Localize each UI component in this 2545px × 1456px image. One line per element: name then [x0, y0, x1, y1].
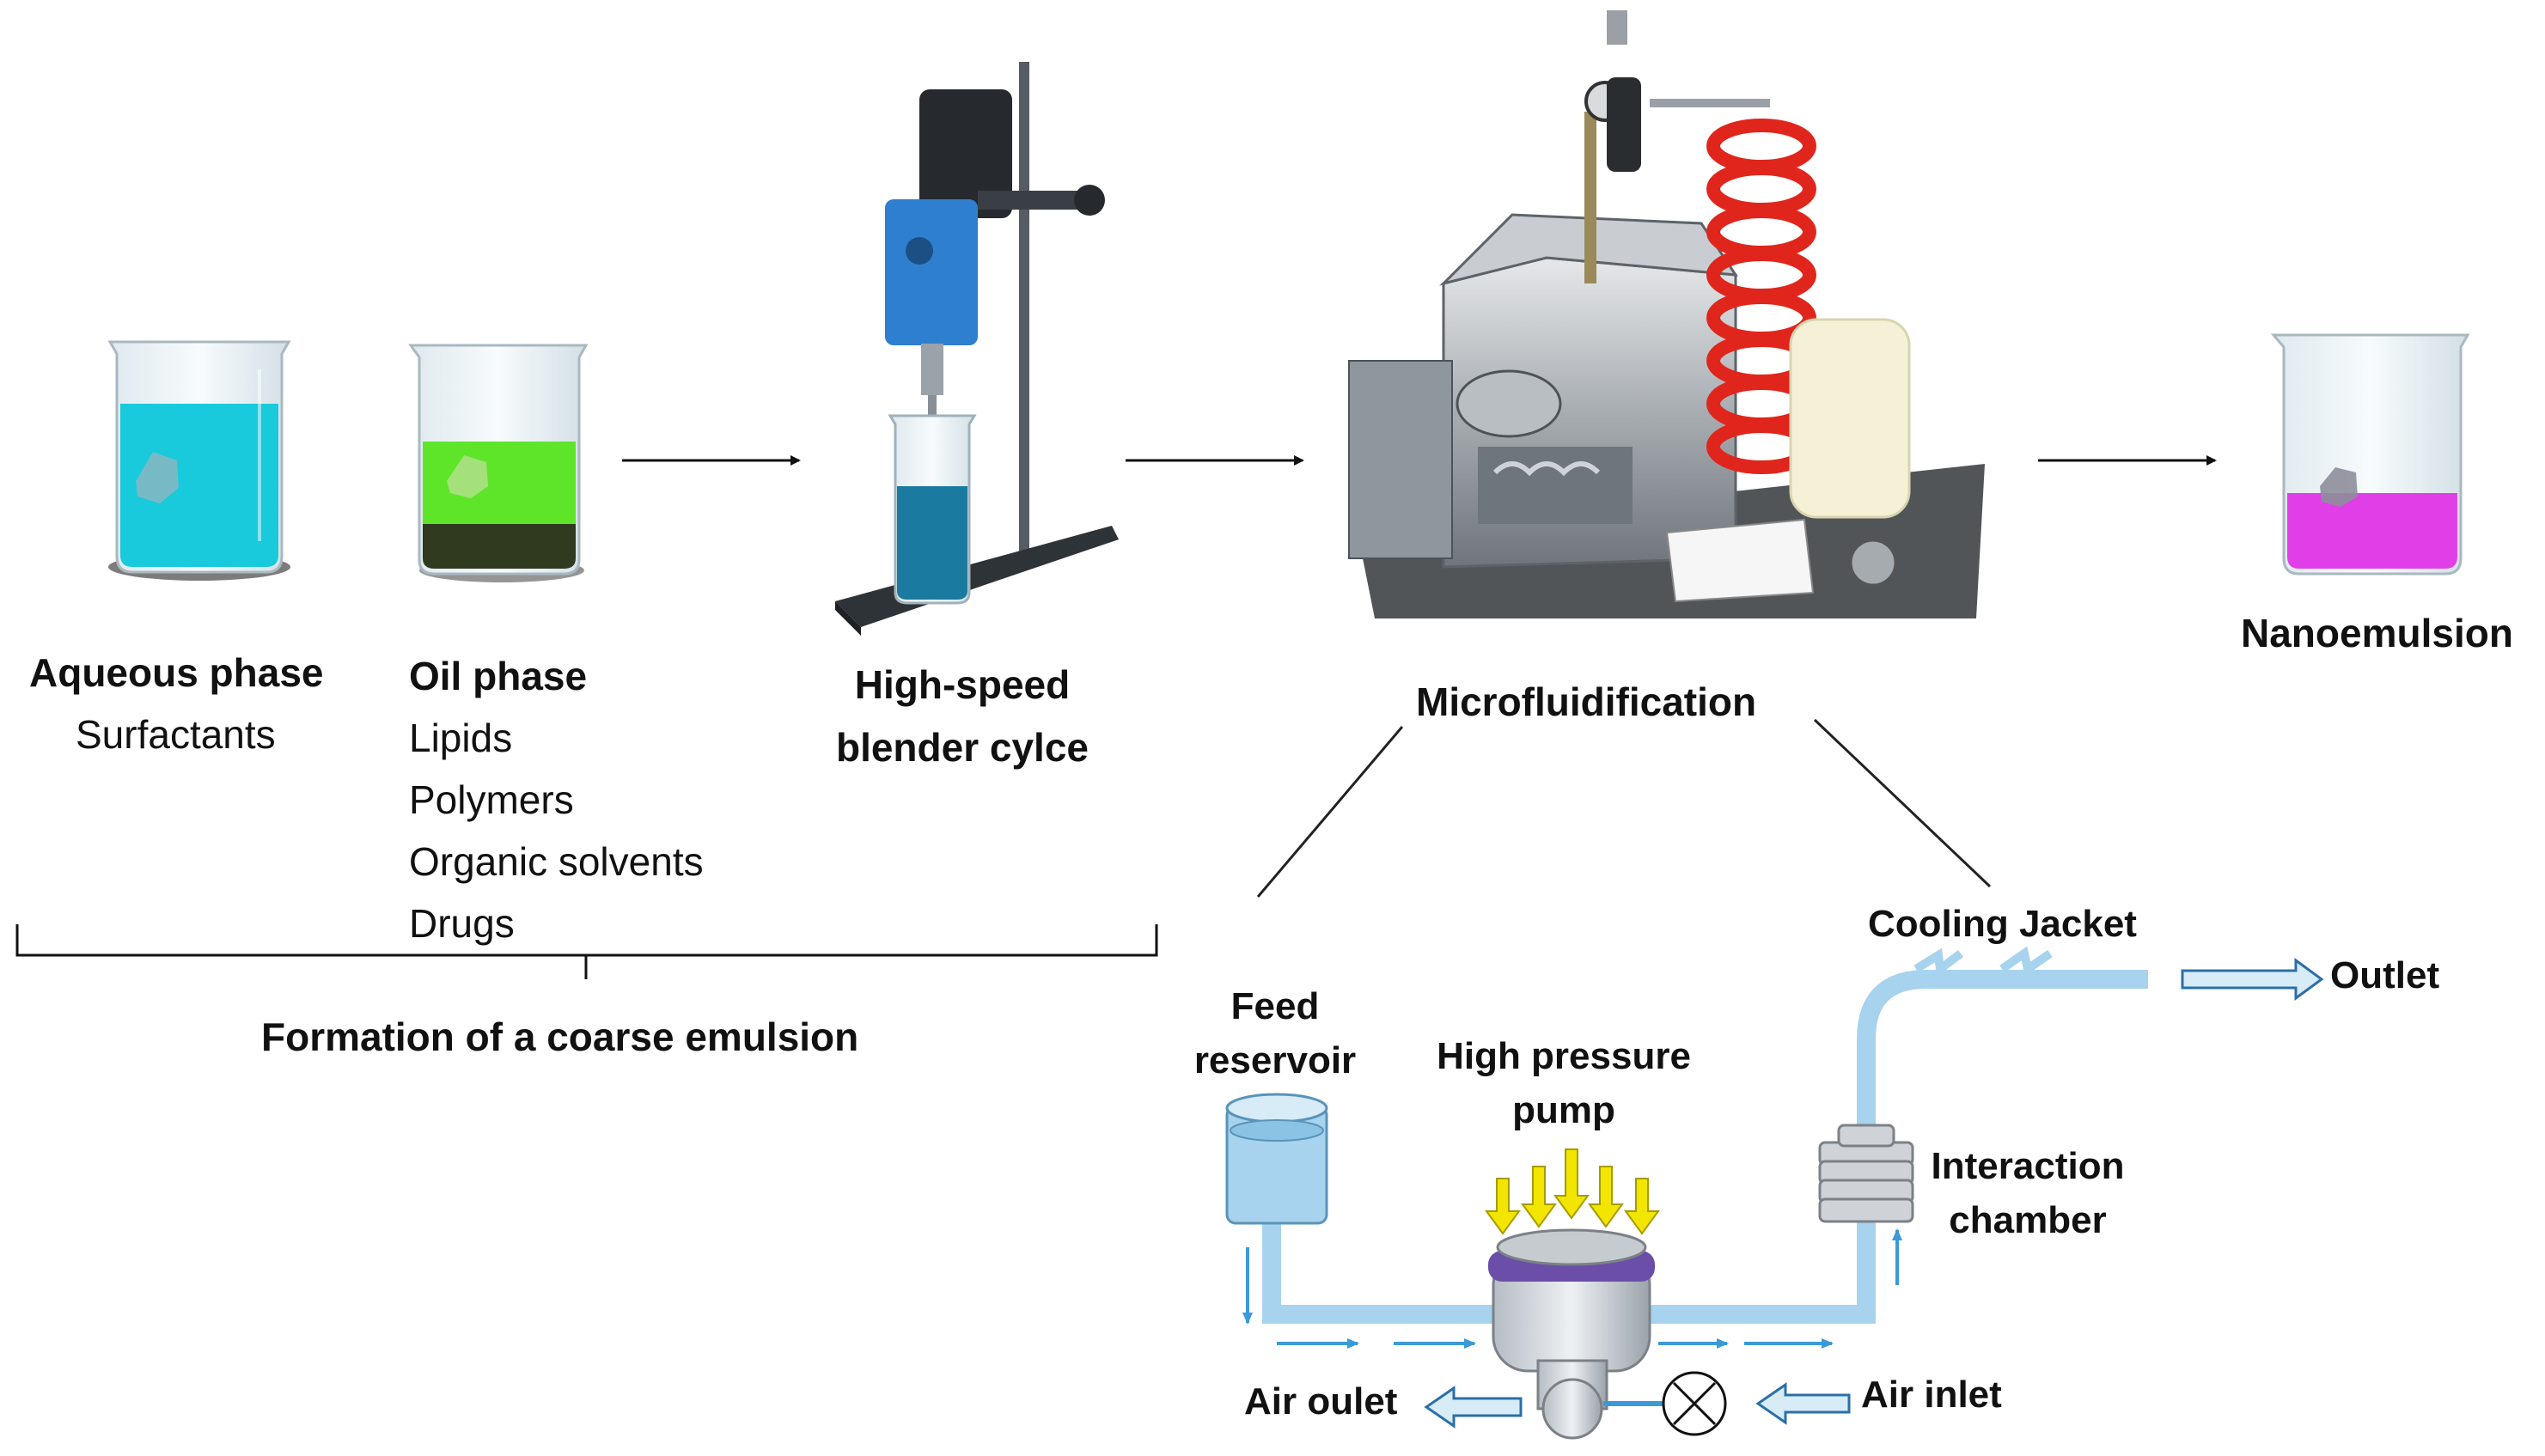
interaction-chamber-line-1: Interaction — [1931, 1145, 2125, 1187]
oil-item-polymers: Polymers — [409, 777, 574, 822]
oil-beaker — [408, 344, 589, 582]
feed-reservoir-line-2: reservoir — [1193, 1039, 1357, 1081]
zoom-line-right — [1813, 718, 1992, 888]
microfluidizer-schematic — [1225, 946, 2324, 1440]
outlet-label: Outlet — [2330, 954, 2440, 996]
oil-phase-title: Oil phase — [409, 654, 588, 698]
nanoemulsion-beaker — [2270, 333, 2470, 576]
coarse-emulsion-brace — [15, 924, 1158, 979]
nanoemulsion-label: Nanoemulsion — [2241, 611, 2513, 655]
high-pressure-pump-line-1: High pressure — [1437, 1035, 1691, 1077]
high-pressure-pump-label: High pressure pump — [1426, 1034, 1701, 1134]
coarse-emulsion-label: Formation of a coarse emulsion — [261, 1014, 859, 1059]
outlet-arrow — [2181, 958, 2324, 1001]
oil-item-drugs: Drugs — [409, 901, 515, 946]
interaction-chamber-line-2: chamber — [1949, 1198, 2107, 1241]
blender-label-line-1: High-speed — [854, 662, 1071, 707]
oil-phase-list: Lipids Polymers Organic solvents Drugs — [409, 715, 704, 962]
aqueous-item-surfactants: Surfactants — [76, 712, 276, 757]
air-inlet-arrow — [1755, 1382, 1851, 1425]
microfluidizer-machine — [1348, 10, 1985, 618]
oil-item-organic-solvents: Organic solvents — [409, 839, 704, 884]
cooling-jacket-label: Cooling Jacket — [1868, 903, 2137, 945]
oil-item-lipids: Lipids — [409, 716, 513, 760]
blender-label: High-speed blender cylce — [808, 661, 1117, 771]
blender-label-line-2: blender cylce — [835, 725, 1089, 771]
zoom-line-left — [1256, 726, 1404, 898]
air-inlet-label: Air inlet — [1861, 1374, 2002, 1416]
microfluidification-label: Microfluidification — [1416, 679, 1757, 724]
feed-reservoir-line-1: Feed — [1230, 985, 1320, 1027]
aqueous-phase-title: Aqueous phase — [29, 650, 324, 695]
air-outlet-arrow — [1424, 1386, 1523, 1429]
interaction-chamber-label: Interaction chamber — [1916, 1144, 2139, 1244]
aqueous-beaker — [107, 340, 291, 581]
air-outlet-label: Air oulet — [1244, 1380, 1398, 1422]
feed-reservoir-label: Feed reservoir — [1175, 984, 1375, 1084]
high-pressure-pump-line-2: pump — [1512, 1088, 1615, 1131]
blender-apparatus — [835, 62, 1119, 636]
